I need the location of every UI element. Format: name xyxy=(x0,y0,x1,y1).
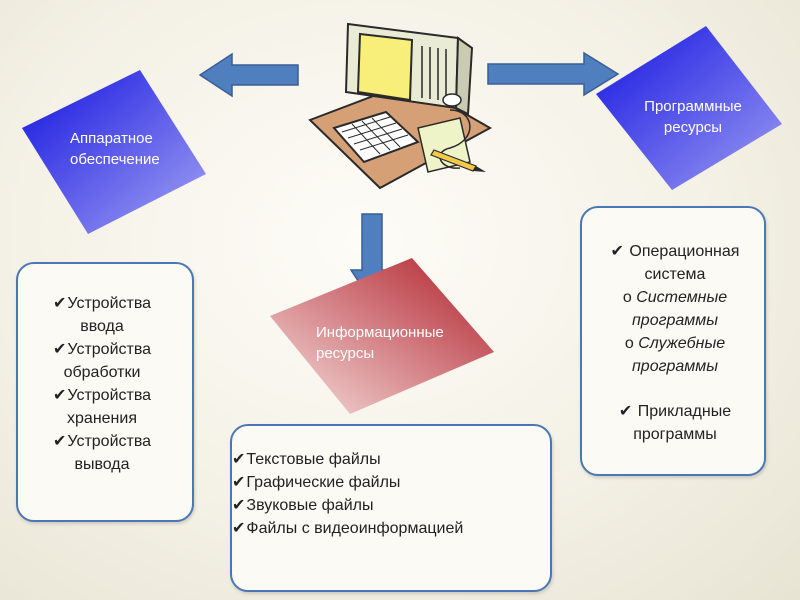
list-item: Устройства вывода xyxy=(32,430,172,476)
software-list: Операционная система Системные программы… xyxy=(582,208,760,446)
check-icon xyxy=(53,433,67,450)
hardware-diamond xyxy=(22,70,206,234)
list-item: Файлы с видеоинформацией xyxy=(232,517,550,540)
hardware-list: Устройства ввода Устройства обработки Ус… xyxy=(18,264,172,476)
hardware-box: Устройства ввода Устройства обработки Ус… xyxy=(16,262,194,522)
check-icon xyxy=(53,295,67,312)
list-item: Устройства ввода xyxy=(32,292,172,338)
list-item-system: Системные программы xyxy=(590,286,760,332)
information-label: Информационные ресурсы xyxy=(316,324,444,362)
list-item: Текстовые файлы xyxy=(232,448,550,471)
check-icon xyxy=(232,451,246,468)
software-label: Программные ресурсы xyxy=(644,98,742,136)
list-item: Устройства обработки xyxy=(32,338,172,384)
check-icon xyxy=(232,497,246,514)
check-icon xyxy=(232,520,246,537)
list-item: Звуковые файлы xyxy=(232,494,550,517)
check-icon xyxy=(619,403,633,420)
list-item: Графические файлы xyxy=(232,471,550,494)
check-icon xyxy=(611,243,625,260)
check-icon xyxy=(232,474,246,491)
right-arrow-icon xyxy=(487,51,620,97)
check-icon xyxy=(53,387,67,404)
information-box: Текстовые файлы Графические файлы Звуков… xyxy=(230,424,552,592)
list-item: Устройства хранения xyxy=(32,384,172,430)
list-item-applied: Прикладные программы xyxy=(590,400,760,446)
list-item-utility: Служебные программы xyxy=(590,332,760,378)
list-item-os: Операционная система xyxy=(590,240,760,286)
information-list: Текстовые файлы Графические файлы Звуков… xyxy=(232,426,550,540)
software-diamond xyxy=(596,26,782,190)
information-diamond xyxy=(270,258,494,414)
hardware-label: Аппаратное обеспечение xyxy=(70,130,160,168)
check-icon xyxy=(53,341,67,358)
left-arrow-icon xyxy=(198,52,299,98)
software-box: Операционная система Системные программы… xyxy=(580,206,766,476)
computer-illustration xyxy=(308,22,493,190)
